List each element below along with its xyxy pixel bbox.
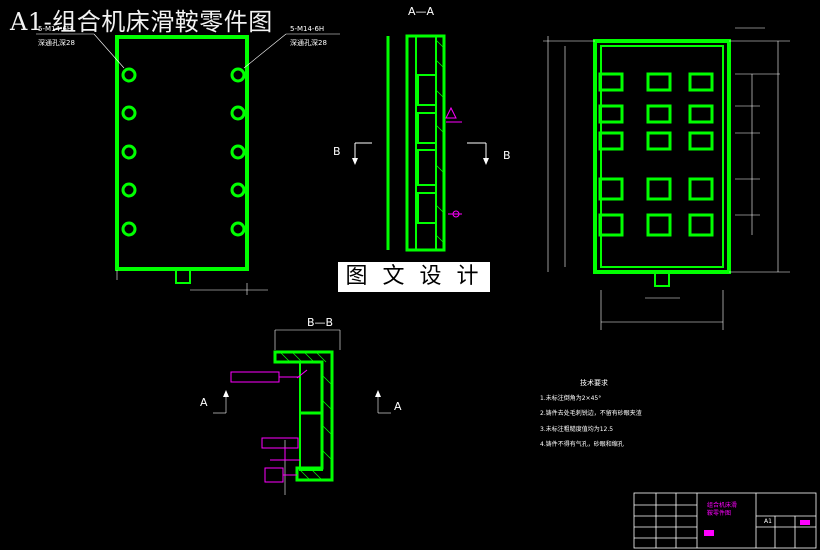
cut-b-left: B	[333, 145, 341, 158]
watermark: 图 文 设 计	[338, 262, 490, 292]
section-aa-label: A—A	[408, 5, 435, 18]
tech-req-heading: 技术要求	[580, 379, 608, 387]
title-block-scale: A1	[764, 518, 772, 525]
front-view	[36, 33, 340, 295]
front-view-holes	[121, 67, 246, 237]
cut-a-left: A	[200, 396, 208, 409]
left-hole-callout: 5-M14-6H	[38, 25, 73, 33]
top-view-pockets	[598, 72, 714, 237]
tech-req-item: 3.未标注粗糙度值均为12.5	[540, 426, 614, 433]
tech-req-item: 2.铸件去处毛刺锐边，不留有砂眼夹渣	[540, 410, 642, 417]
title-block-name-1: 组合机床滑	[707, 502, 738, 509]
section-bb	[213, 329, 391, 495]
section-bb-label: B—B	[307, 316, 334, 329]
right-hole-callout: 5-M14-6H	[290, 25, 325, 33]
left-hole-callout-sub: 深通孔深28	[38, 39, 75, 47]
title-block-name-2: 鞍零件图	[707, 510, 732, 517]
right-hole-callout-sub: 深通孔深28	[290, 39, 327, 47]
cut-b-right: B	[503, 149, 511, 162]
top-view	[543, 27, 790, 330]
drawing-title: A1-组合机床滑鞍零件图	[10, 8, 273, 36]
section-aa	[352, 34, 489, 252]
title-block	[633, 492, 817, 549]
tech-req-item: 4.铸件不得有气孔，砂眼和缩孔	[540, 441, 624, 448]
cut-a-right: A	[394, 400, 402, 413]
tech-req-item: 1.未标注倒角为2×45°	[540, 395, 602, 402]
